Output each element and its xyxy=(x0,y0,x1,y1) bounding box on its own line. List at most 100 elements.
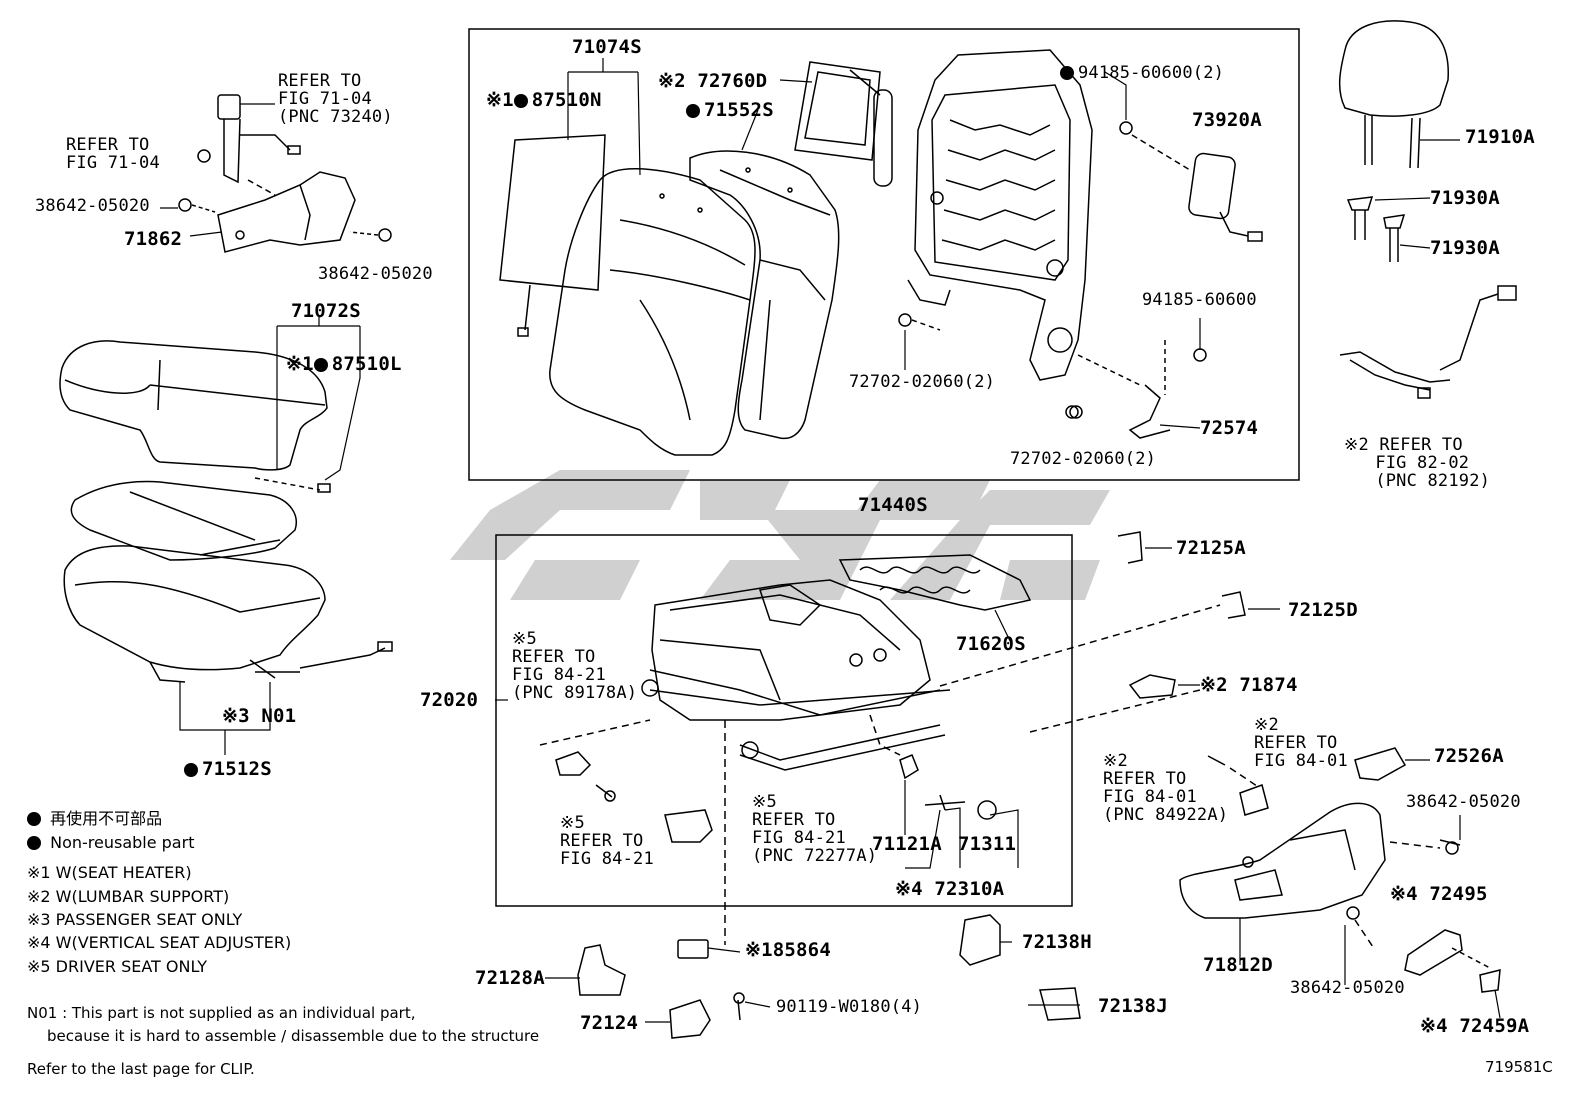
legend-n01-line1: N01 : This part is not supplied as an in… xyxy=(27,1004,416,1022)
diagram-id: 719581C xyxy=(1485,1058,1553,1076)
label-38642-05020-b: 38642-05020 xyxy=(318,264,433,284)
label-71862: 71862 xyxy=(124,228,183,250)
label-38642-05020-c: 38642-05020 xyxy=(1406,792,1521,812)
ref-line: FIG 84-21 xyxy=(560,849,654,869)
ref-line: REFER TO xyxy=(66,135,150,155)
headrest-drawing xyxy=(1338,20,1449,169)
ref-line: FIG 82-02 xyxy=(1375,453,1470,473)
lumbar-support-drawing xyxy=(794,61,893,187)
legend-text: Non-reusable part xyxy=(50,833,195,852)
ref-line: REFER TO xyxy=(278,71,362,91)
note-mark: ※4 xyxy=(1420,1015,1448,1037)
note-mark: ※5 xyxy=(560,813,585,833)
legend-note-4: ※4 W(VERTICAL SEAT ADJUSTER) xyxy=(27,933,292,952)
wire-harness-drawing xyxy=(1339,285,1517,399)
part-number: 71512S xyxy=(202,758,272,780)
ref-line: (PNC 72277A) xyxy=(752,846,878,866)
side-airbag-drawing xyxy=(1119,121,1263,242)
label-71874: ※2 71874 xyxy=(1200,675,1298,695)
label-72760D: ※2 72760D xyxy=(658,71,767,91)
label-38642-05020-a: 38642-05020 xyxy=(35,196,150,216)
ref-line: FIG 84-21 xyxy=(752,828,846,848)
legend-note-3: ※3 PASSENGER SEAT ONLY xyxy=(27,910,243,929)
part-number: 87510L xyxy=(331,353,402,375)
part-number: 71552S xyxy=(704,99,774,121)
headrest-supports-drawing xyxy=(1346,196,1406,262)
seat-cushion-pad-drawing xyxy=(63,545,393,683)
seat-heater-pad-drawing xyxy=(70,480,297,561)
label-72124: 72124 xyxy=(580,1012,639,1034)
lever-72495-drawing xyxy=(1404,929,1501,993)
label-72702-02060-2a: 72702-02060(2) xyxy=(849,372,996,392)
part-number: 85864 xyxy=(772,939,831,961)
label-71552S: 71552S xyxy=(686,100,774,120)
part-number: 72760D xyxy=(697,70,768,92)
ref-line: (PNC 84922A) xyxy=(1103,805,1229,825)
ref-line: FIG 84-01 xyxy=(1254,751,1348,771)
part-number: 71874 xyxy=(1239,674,1298,696)
label-backrest-group: 71440S xyxy=(858,494,928,516)
label-72125A: 72125A xyxy=(1176,537,1246,559)
label-71812D: 71812D xyxy=(1203,954,1273,976)
ref-fig82-02: ※2 REFER TO FIG 82-02 (PNC 82192) xyxy=(1344,436,1490,490)
seat-cushion-cover-drawing xyxy=(59,340,331,493)
note-mark: ※2 xyxy=(1254,715,1279,735)
ref-line: FIG 71-04 xyxy=(66,153,160,173)
label-94185-60600-2: 94185-60600(2) xyxy=(1060,64,1224,82)
label-94185-60600: 94185-60600 xyxy=(1142,290,1257,310)
label-71311: 71311 xyxy=(958,833,1017,855)
part-number: N01 xyxy=(261,705,297,727)
label-72526A: 72526A xyxy=(1434,745,1504,767)
ref-line: REFER TO xyxy=(1254,733,1338,753)
ref-line: (PNC 89178A) xyxy=(512,683,638,703)
legend-note-2: ※2 W(LUMBAR SUPPORT) xyxy=(27,887,230,906)
label-72128A: 72128A xyxy=(475,967,545,989)
small-parts-drawing xyxy=(555,531,1461,920)
seatback-pad-drawing xyxy=(689,150,840,440)
non-reusable-dot-icon xyxy=(27,812,41,826)
label-73920A: 73920A xyxy=(1192,109,1262,131)
label-72702-02060-2b: 72702-02060(2) xyxy=(1010,449,1157,469)
part-number: 94185-60600(2) xyxy=(1078,63,1225,83)
part-number: 72459A xyxy=(1459,1015,1530,1037)
ref-line: REFER TO xyxy=(752,810,836,830)
label-71620S: 71620S xyxy=(956,633,1026,655)
covers-drawing xyxy=(577,720,1081,1039)
part-number: 72310A xyxy=(934,878,1005,900)
seatback-heater-drawing xyxy=(499,134,606,337)
label-71910A: 71910A xyxy=(1465,126,1535,148)
part-number: 72495 xyxy=(1429,883,1488,905)
ref-line: REFER TO xyxy=(560,831,644,851)
legend-note-5: ※5 DRIVER SEAT ONLY xyxy=(27,957,208,976)
legend-en: Non-reusable part xyxy=(27,834,194,852)
note-mark: ※2 xyxy=(1200,674,1228,696)
legend-n01-line2: because it is hard to assemble / disasse… xyxy=(47,1027,540,1045)
note-mark: ※5 xyxy=(512,629,537,649)
label-71121A: 71121A xyxy=(872,833,942,855)
assembly-dashed-lines xyxy=(539,604,1441,951)
legend-jp: 再使用不可部品 xyxy=(27,810,162,828)
label-72310A: ※4 72310A xyxy=(895,879,1004,899)
ref-line: REFER TO xyxy=(512,647,596,667)
note-mark: ※1 xyxy=(745,939,773,961)
side-shield-drawing xyxy=(1179,802,1386,919)
seat-track-frame-drawing xyxy=(641,579,951,771)
ref-line: FIG 84-21 xyxy=(512,665,606,685)
non-reusable-dot-icon xyxy=(184,763,198,777)
note-mark: ※2 xyxy=(658,70,686,92)
non-reusable-dot-icon xyxy=(1060,66,1074,80)
part-number: 87510N xyxy=(531,89,602,111)
label-71512S: 71512S xyxy=(184,759,272,779)
label-71930A-2: 71930A xyxy=(1430,237,1500,259)
note-mark: ※2 xyxy=(1103,751,1128,771)
label-72459A: ※4 72459A xyxy=(1420,1016,1529,1036)
leader-lines xyxy=(160,58,1501,1023)
